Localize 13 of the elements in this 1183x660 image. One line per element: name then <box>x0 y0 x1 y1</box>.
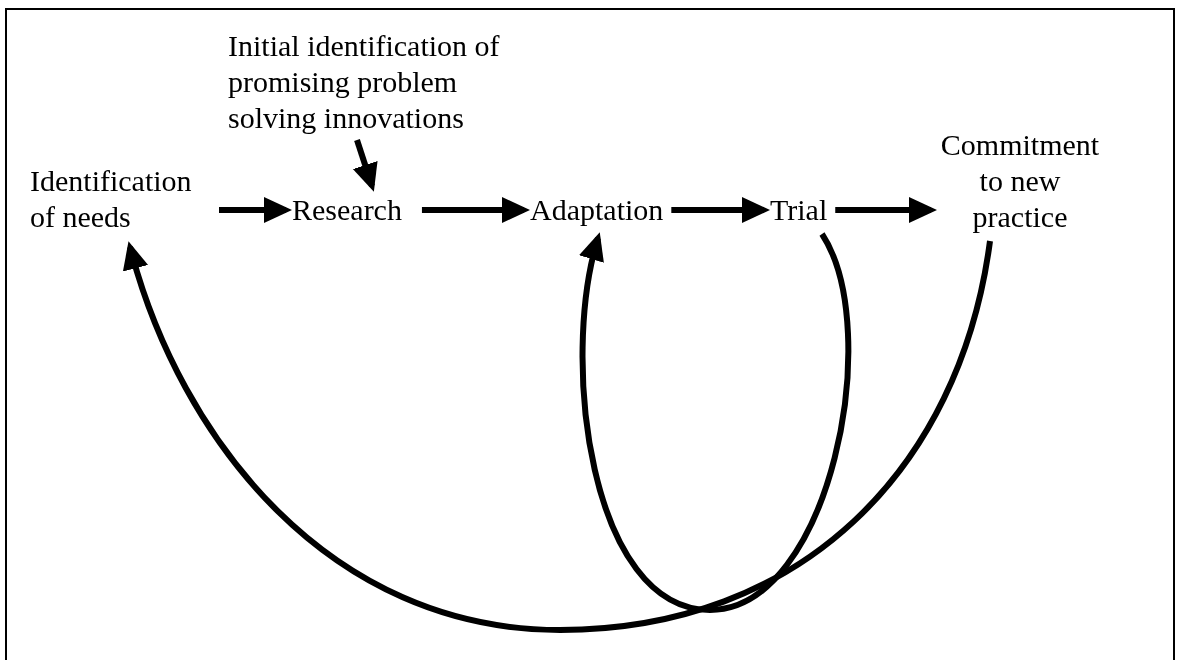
arrow <box>123 240 993 633</box>
arrow <box>671 197 770 223</box>
step-label: Trial <box>770 192 828 228</box>
step-label: Identification of needs <box>30 163 215 235</box>
arrow <box>219 197 292 223</box>
step-label: Adaptation <box>530 192 664 228</box>
arrow <box>579 232 851 613</box>
step-label: Commitment to new practice <box>935 127 1105 235</box>
arrow <box>421 197 530 223</box>
arrow <box>352 139 378 192</box>
arrow <box>835 197 937 223</box>
step-label: Research <box>292 192 402 228</box>
step-label: Initial identification of promising problem solving innovations <box>228 28 503 136</box>
